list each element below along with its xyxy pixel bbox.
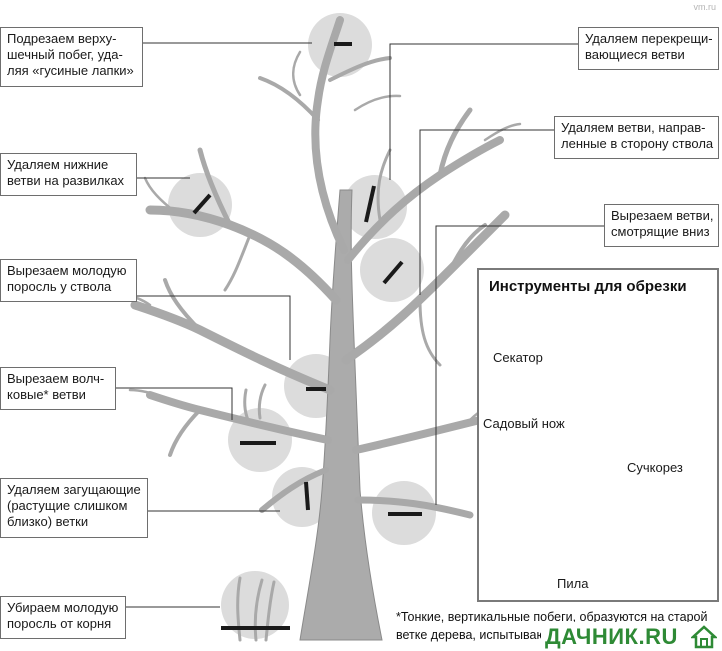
cut-mark-crossing [364, 185, 376, 223]
tool-label-lopper: Сучкорез [627, 460, 683, 475]
label-water-sprouts: Вырезаем волч- ковые* ветви [0, 367, 116, 410]
label-toward-trunk: Удаляем ветви, направ- ленные в сторону … [554, 116, 719, 159]
label-downward: Вырезаем ветви, смотрящие вниз [604, 204, 719, 247]
watermark: vm.ru [693, 2, 717, 12]
tools-panel: Инструменты для обрезки Секатор Садовый … [477, 268, 719, 602]
zone-toward-trunk [360, 238, 424, 302]
tools-title: Инструменты для обрезки [489, 278, 687, 295]
logo-text: ДАЧНИК.RU [545, 624, 678, 649]
label-lower-fork: Удаляем нижние ветви на развилках [0, 153, 137, 196]
label-root-suckers: Убираем молодую поросль от корня [0, 596, 126, 639]
leader-lines [116, 42, 604, 608]
label-young-trunk: Вырезаем молодую поросль у ствола [0, 259, 137, 302]
tool-label-saw: Пила [557, 576, 589, 591]
brand-logo[interactable]: ДАЧНИК.RU [541, 622, 722, 651]
cut-mark-lower-fork [192, 193, 212, 215]
house-icon [691, 625, 717, 649]
cut-mark-toward-trunk [382, 260, 404, 285]
tool-label-secateur: Секатор [493, 350, 543, 365]
label-top-shoot: Подрезаем верху- шечный побег, уда- ляя … [0, 27, 143, 87]
zone-thickening [272, 467, 332, 527]
label-crossing: Удаляем перекрещи- вающиеся ветви [578, 27, 719, 70]
tree-branches [123, 16, 522, 642]
zone-crossing [343, 175, 407, 239]
cut-mark-thickening [304, 481, 310, 511]
label-thickening: Удаляем загущающие (растущие слишком бли… [0, 478, 148, 538]
cut-marks [192, 42, 422, 630]
tree-trunk [299, 189, 383, 641]
tool-label-garden-knife: Садовый нож [483, 416, 565, 431]
footnote: *Тонкие, вертикальные побеги, образуются… [396, 610, 708, 642]
